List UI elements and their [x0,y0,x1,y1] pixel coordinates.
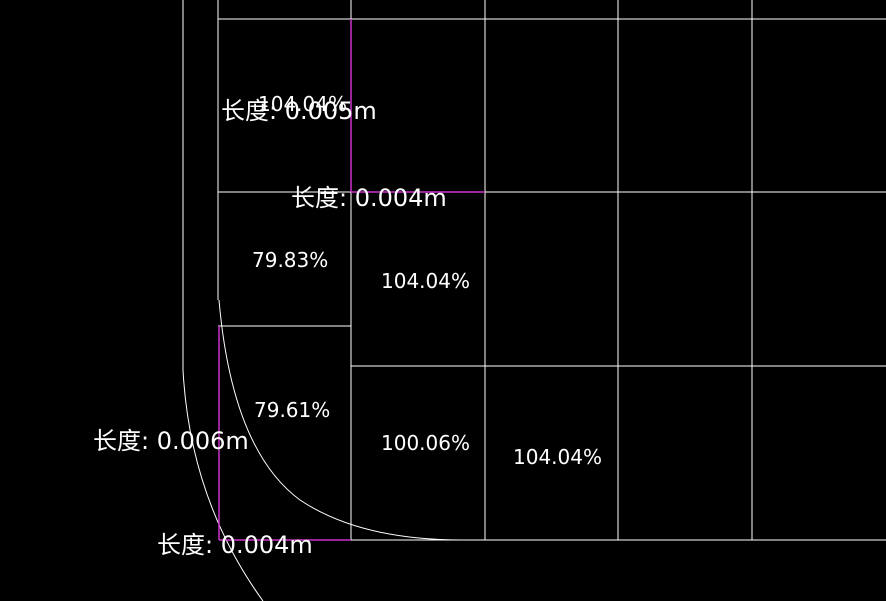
length-label-mid: 长度: 0.004m [291,184,447,212]
pct-label-cell-e: 104.04% [513,445,602,469]
length-label-bottom: 长度: 0.004m [157,531,313,559]
pct-label-cell-a: 79.83% [252,248,328,272]
pct-label-cell-d: 100.06% [381,431,470,455]
dimension-lines [218,19,485,541]
pct-label-cell-b: 104.04% [381,269,470,293]
outer-arc [182,0,264,601]
length-label-top: 长度: 0.005m [221,97,377,125]
inner-arc [218,299,463,541]
length-label-left: 长度: 0.006m [93,427,249,455]
pct-label-overlap: 104.04% [258,92,347,116]
curves [182,0,463,601]
pct-label-cell-c: 79.61% [254,398,330,422]
